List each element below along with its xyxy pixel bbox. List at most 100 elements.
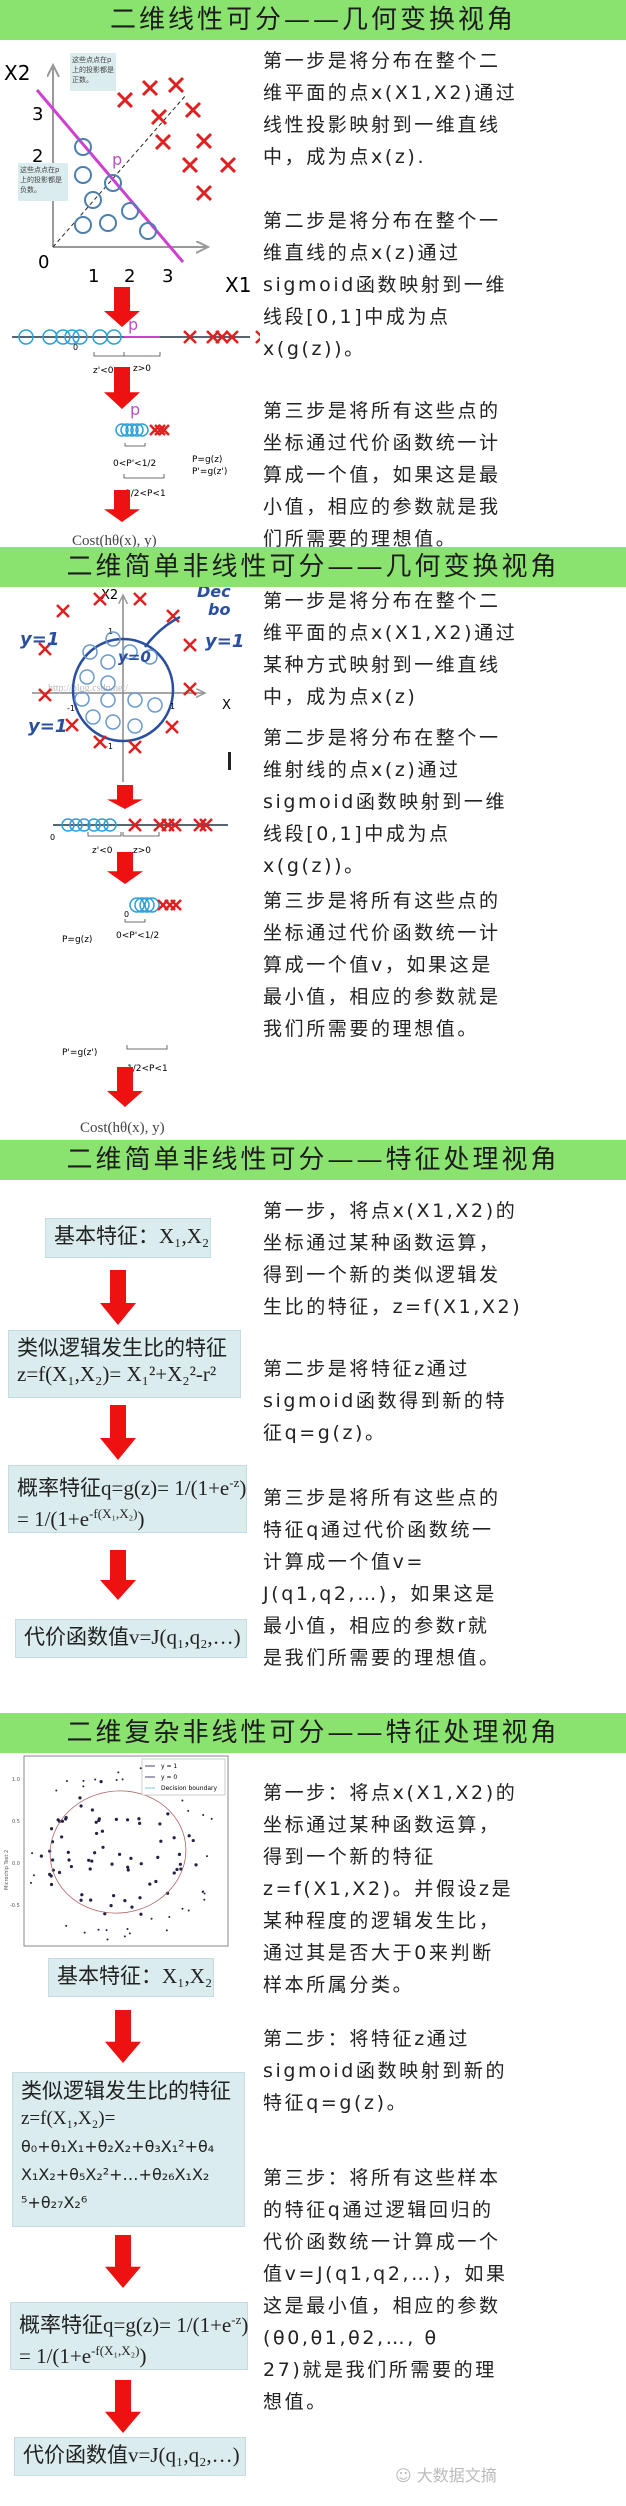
circle-point xyxy=(127,692,143,708)
circle-point xyxy=(74,166,92,184)
data-point xyxy=(82,1785,85,1788)
p-label: p xyxy=(112,150,122,169)
cross-point xyxy=(38,642,52,656)
class-1-points xyxy=(116,76,237,202)
tick: 3 xyxy=(162,266,173,287)
tick: 2 xyxy=(124,266,135,287)
down-arrow-icon xyxy=(103,2235,143,2292)
data-point xyxy=(126,1868,130,1872)
probability-feature-box: 概率特征q=g(z)= 1/(1+e-z) = 1/(1+e-f(X₁,X₂)) xyxy=(10,2302,248,2370)
data-point xyxy=(97,1817,101,1821)
cost-formula: Cost(hθ(x), y) xyxy=(72,533,157,547)
circle-point xyxy=(74,691,90,707)
step-text-line: 小值，相应的参数就是我 xyxy=(263,496,501,518)
data-point xyxy=(106,1938,109,1941)
data-point xyxy=(80,1893,84,1897)
circle-point xyxy=(135,423,149,437)
circle-point xyxy=(147,697,163,713)
x2-label: X2 xyxy=(4,61,30,85)
odds-formula-line: z=f(X₁,X₂)= xyxy=(21,2108,116,2129)
circle-point xyxy=(100,692,116,708)
circle-point xyxy=(95,818,109,832)
y-tick: 1.0 xyxy=(12,1777,20,1783)
x2-label: X2 xyxy=(101,588,118,603)
circle-point xyxy=(105,714,121,730)
watermark-text: 大数据文摘 xyxy=(416,2466,497,2485)
cross-point xyxy=(183,330,197,344)
data-point xyxy=(166,1812,170,1816)
cross-point xyxy=(167,76,185,94)
z-pos-label: z>0 xyxy=(133,846,151,856)
boundary-annotation: bo xyxy=(208,600,230,619)
data-point xyxy=(203,1898,206,1901)
step-text-line: J(q1,q2,…)，如果这是 xyxy=(263,1583,497,1605)
p-small-label: 0<P'<1/2 xyxy=(113,459,156,469)
cross-point xyxy=(158,424,170,436)
cross-point xyxy=(128,740,142,754)
data-point xyxy=(93,1851,97,1855)
data-point xyxy=(203,1892,206,1895)
data-point xyxy=(123,1935,126,1938)
step-text-line: 第一步是将分布在整个二 xyxy=(263,50,501,72)
circle-point xyxy=(74,216,92,234)
step-text-line: 坐标通过代价函数统一计 xyxy=(263,432,501,454)
cross-point xyxy=(225,330,239,344)
x-label: X xyxy=(222,698,231,713)
data-point xyxy=(90,1808,94,1812)
cross-point xyxy=(219,156,237,174)
cost-function-text: 代价函数值v=J(q₁,q₂,…) xyxy=(23,2443,240,2467)
down-arrow-icon xyxy=(103,2010,143,2067)
step-text-line: 坐标通过某种函数运算， xyxy=(263,1814,501,1836)
decision-annotation: Dec xyxy=(197,587,231,601)
step-text-line: sigmoid函数映射到一维 xyxy=(263,274,508,296)
section-2-header: 二维简单非线性可分——几何变换视角 xyxy=(0,547,626,587)
step-text-line: (θ0,θ1,θ2,…, θ xyxy=(263,2327,439,2349)
s1-step3: 第三步是将所有这些点的坐标通过代价函数统一计算成一个值，如果这是最小值，相应的参… xyxy=(263,395,623,555)
callout-positive xyxy=(70,53,116,91)
step-text-line: 第二步是将分布在整个一 xyxy=(263,727,501,749)
legend xyxy=(141,1758,226,1796)
step-text-line: 是我们所需要的理想值。 xyxy=(263,1647,501,1669)
cross-point xyxy=(184,101,202,119)
data-point xyxy=(175,1867,179,1872)
data-point xyxy=(194,1863,198,1867)
step-text-line: 代价函数统一计算成一个 xyxy=(263,2231,501,2253)
y0-annotation: y=0 xyxy=(118,648,151,666)
data-point xyxy=(112,1894,116,1898)
step-text-line: 维射线的点x(z)通过 xyxy=(263,759,461,781)
circle-point xyxy=(121,202,139,220)
odds-feature-title: 类似逻辑发生比的特征 xyxy=(21,2079,231,2103)
data-point xyxy=(60,1835,64,1839)
data-point xyxy=(150,1917,153,1920)
tick: 2 xyxy=(32,146,43,167)
step-text-line: 维平面的点x(X1,X2)通过 xyxy=(263,622,518,644)
data-point xyxy=(181,1907,184,1910)
data-point xyxy=(158,1822,162,1826)
odds-feature-title: 类似逻辑发生比的特征 xyxy=(17,1336,227,1360)
circle-point xyxy=(79,669,95,685)
cross-point xyxy=(128,818,142,832)
step-text-line: z=f(X1,X2)。并假设z是 xyxy=(263,1878,514,1900)
step-text-line: 第二步：将特征z通过 xyxy=(263,2028,470,2050)
data-point xyxy=(128,1932,131,1935)
down-arrow-icon xyxy=(102,367,142,413)
step-text-line: 27)就是我们所需要的理 xyxy=(263,2359,497,2381)
tick: -1 xyxy=(105,742,113,751)
step-text-line: 线段[0,1]中成为点 xyxy=(263,823,451,845)
probability-formula-2: = 1/(1+e-f(X₁,X₂)) xyxy=(17,1506,145,1531)
data-point xyxy=(168,1916,171,1919)
data-point xyxy=(139,1912,143,1916)
legend-item: y = 0 xyxy=(161,1774,177,1781)
data-point xyxy=(139,1767,142,1770)
decision-boundary-chart: Microchip Test 2 1.0 0.5 0.0 -0.5 y = 1 … xyxy=(4,1755,229,1947)
cross-point xyxy=(93,592,107,606)
cost-formula: Cost(hθ(x), y) xyxy=(80,1120,165,1136)
class-0-points xyxy=(74,138,157,240)
projection-line xyxy=(52,94,187,248)
data-point xyxy=(88,1867,92,1871)
data-point xyxy=(114,1817,118,1821)
step-text-line: sigmoid函数得到新的特 xyxy=(263,1390,508,1412)
cross-point xyxy=(141,79,159,97)
step-text-line: 想值。 xyxy=(263,2391,328,2413)
circle-point xyxy=(127,718,143,734)
